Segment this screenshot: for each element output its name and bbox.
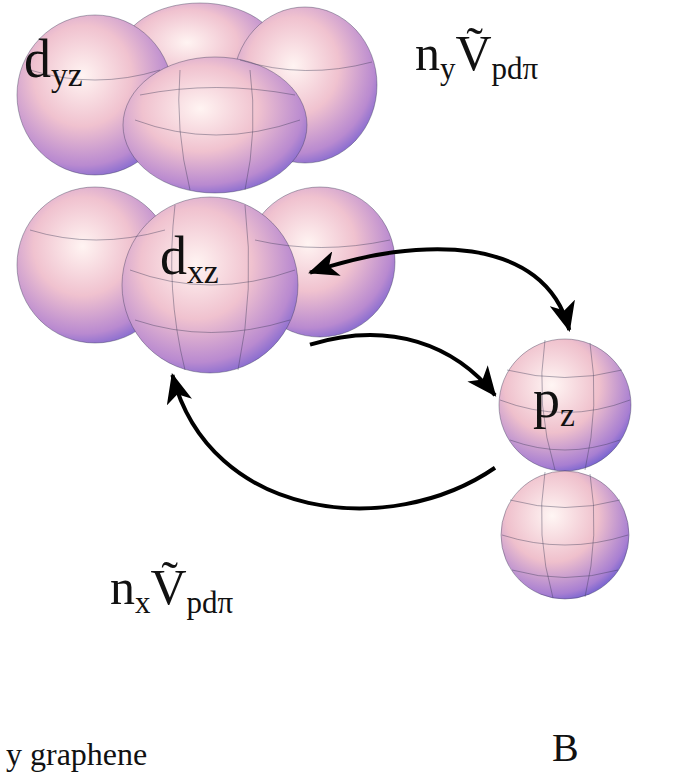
orbital-zone: dyz bbox=[18, 22, 138, 100]
orbital-zone: pz bbox=[495, 330, 630, 475]
hopping-amplitude: nyṼpdπ bbox=[415, 28, 538, 78]
hopping-arrow bbox=[310, 335, 495, 395]
orbital-name: dxz bbox=[160, 229, 219, 283]
hopping-arrow bbox=[172, 375, 495, 508]
orbital-zone: dxz bbox=[150, 215, 310, 375]
orbital-name: dyz bbox=[24, 32, 83, 86]
atom-label: B bbox=[552, 728, 579, 768]
orbital-name: pz bbox=[533, 372, 575, 426]
hopping-amplitude: nxṼpdπ bbox=[110, 562, 233, 612]
hopping-arrow bbox=[310, 249, 569, 330]
caption-fragment: y graphene bbox=[6, 738, 147, 770]
